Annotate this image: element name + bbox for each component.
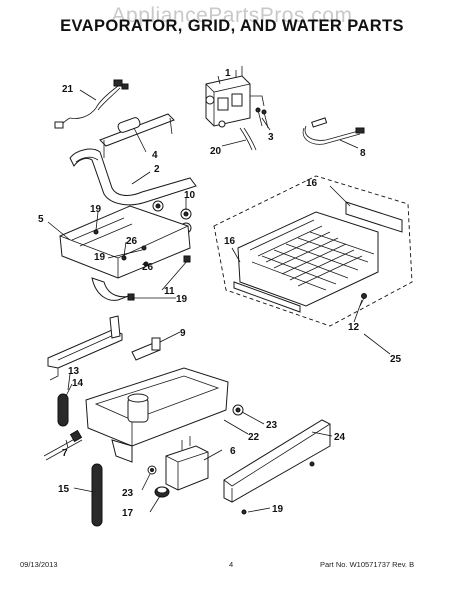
- callout-8: 8: [360, 148, 366, 159]
- callout-23-right: 23: [266, 420, 278, 431]
- grid-assembly-boundary: [213, 175, 413, 327]
- pump-fitting-part[interactable]: [147, 465, 157, 475]
- evaporator-tube-part[interactable]: [69, 148, 197, 206]
- callout-9: 9: [180, 328, 186, 339]
- footer-part-number: Part No. W10571737 Rev. B: [320, 560, 415, 569]
- water-trough-part[interactable]: [47, 315, 123, 381]
- footer-date: 09/13/2013: [20, 560, 58, 569]
- callout-13: 13: [68, 366, 80, 377]
- cutter-grid-part[interactable]: [233, 201, 403, 313]
- callout-19-bottom: 19: [272, 504, 284, 515]
- callout-6: 6: [230, 446, 236, 457]
- callout-16-top: 16: [306, 178, 318, 189]
- callout-14: 14: [72, 378, 84, 389]
- footer-page-number: 4: [229, 560, 234, 569]
- callout-20: 20: [210, 146, 222, 157]
- drain-hose-part[interactable]: [91, 463, 103, 527]
- valve-tubing-part[interactable]: [239, 127, 257, 151]
- front-panel-part[interactable]: [223, 419, 331, 515]
- evaporator-housing-part[interactable]: [59, 205, 191, 301]
- water-valve-part[interactable]: [205, 66, 265, 128]
- reservoir-fitting-part[interactable]: [232, 404, 244, 416]
- grid-screw-part[interactable]: [359, 293, 367, 307]
- callout-3: 3: [268, 132, 274, 143]
- callout-25: 25: [390, 354, 402, 365]
- drain-fitting-part[interactable]: [131, 337, 161, 361]
- wire-harness-part[interactable]: [54, 79, 129, 129]
- callout-2: 2: [154, 164, 160, 175]
- callout-11: 11: [164, 286, 175, 297]
- callout-19-right: 19: [176, 294, 188, 305]
- callout-26-upper: 26: [126, 236, 138, 247]
- callout-22: 22: [248, 432, 260, 443]
- callout-1: 1: [225, 68, 231, 79]
- callout-7: 7: [62, 448, 68, 459]
- callout-5: 5: [38, 214, 44, 225]
- callout-19-upper: 19: [90, 204, 102, 215]
- callout-16-left: 16: [224, 236, 236, 247]
- callout-10: 10: [184, 190, 196, 201]
- pump-nut-part[interactable]: [154, 486, 170, 498]
- callout-26-lower: 26: [142, 262, 154, 273]
- leader-lines: [47, 75, 391, 513]
- callout-12: 12: [348, 322, 360, 333]
- water-reservoir-part[interactable]: [85, 367, 229, 463]
- heater-sensor-part[interactable]: [302, 117, 365, 145]
- callout-4: 4: [152, 150, 158, 161]
- callout-19-middle: 19: [94, 252, 106, 263]
- callout-23-left: 23: [122, 488, 134, 499]
- page-title: EVAPORATOR, GRID, AND WATER PARTS: [60, 17, 404, 35]
- drain-tube-part[interactable]: [43, 429, 83, 461]
- callout-21: 21: [62, 84, 74, 95]
- watermark: AppliancePartsPros.com: [111, 4, 353, 27]
- callout-17: 17: [122, 508, 134, 519]
- water-pump-part[interactable]: [165, 436, 209, 491]
- callout-15: 15: [58, 484, 70, 495]
- evaporator-rod-part[interactable]: [99, 113, 175, 158]
- callout-24: 24: [334, 432, 346, 443]
- trough-tube-part[interactable]: [57, 393, 69, 427]
